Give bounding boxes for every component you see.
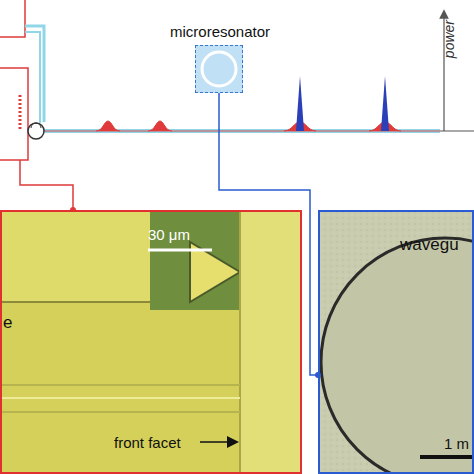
- soliton-spike: [296, 76, 304, 131]
- waveguide-line: [0, 397, 240, 399]
- microscope-panel: wavegu 1 m: [318, 210, 474, 474]
- resonator-disk: [321, 238, 474, 474]
- resonator-box: microresonator: [195, 45, 243, 93]
- leader-line: [20, 160, 73, 210]
- cropped-label: e: [3, 314, 12, 333]
- part-label: wavegu: [400, 236, 459, 255]
- part-label: front facet: [114, 435, 181, 452]
- waveguide-line: [0, 384, 240, 386]
- grating-symbol: [19, 95, 22, 130]
- microscope-panel: 30 μm e front facet: [0, 210, 302, 474]
- front-facet-edge: [239, 210, 241, 474]
- laser-box: [0, 0, 25, 37]
- gain-chip-box: [0, 68, 28, 160]
- axis-label: power: [442, 20, 457, 58]
- circulator-symbol: [28, 123, 44, 139]
- scale-label: 30 μm: [148, 227, 190, 244]
- resonator-fill: [195, 45, 243, 93]
- chip-region: [0, 210, 150, 302]
- scale-bar: [420, 455, 474, 459]
- scale-bar: [148, 249, 212, 252]
- fibre-line: [25, 32, 40, 123]
- chip-edge: [0, 301, 150, 303]
- facet-strip: [240, 210, 302, 474]
- waveguide-line: [0, 411, 240, 413]
- fibre-line: [25, 26, 44, 122]
- leader-connector: [219, 93, 318, 375]
- ring-resonator: [202, 52, 236, 86]
- soliton-spike: [381, 76, 389, 131]
- facet-arrow: [200, 441, 236, 443]
- microscope-image: [0, 210, 302, 474]
- circulator-arrow: [31, 123, 41, 128]
- node-heading: microresonator: [155, 24, 285, 41]
- pulse-shape: [96, 121, 120, 131]
- axis-line: [440, 130, 474, 131]
- etched-region: [150, 210, 242, 310]
- scale-label: 1 m: [444, 436, 469, 453]
- pulse-shape: [148, 121, 172, 131]
